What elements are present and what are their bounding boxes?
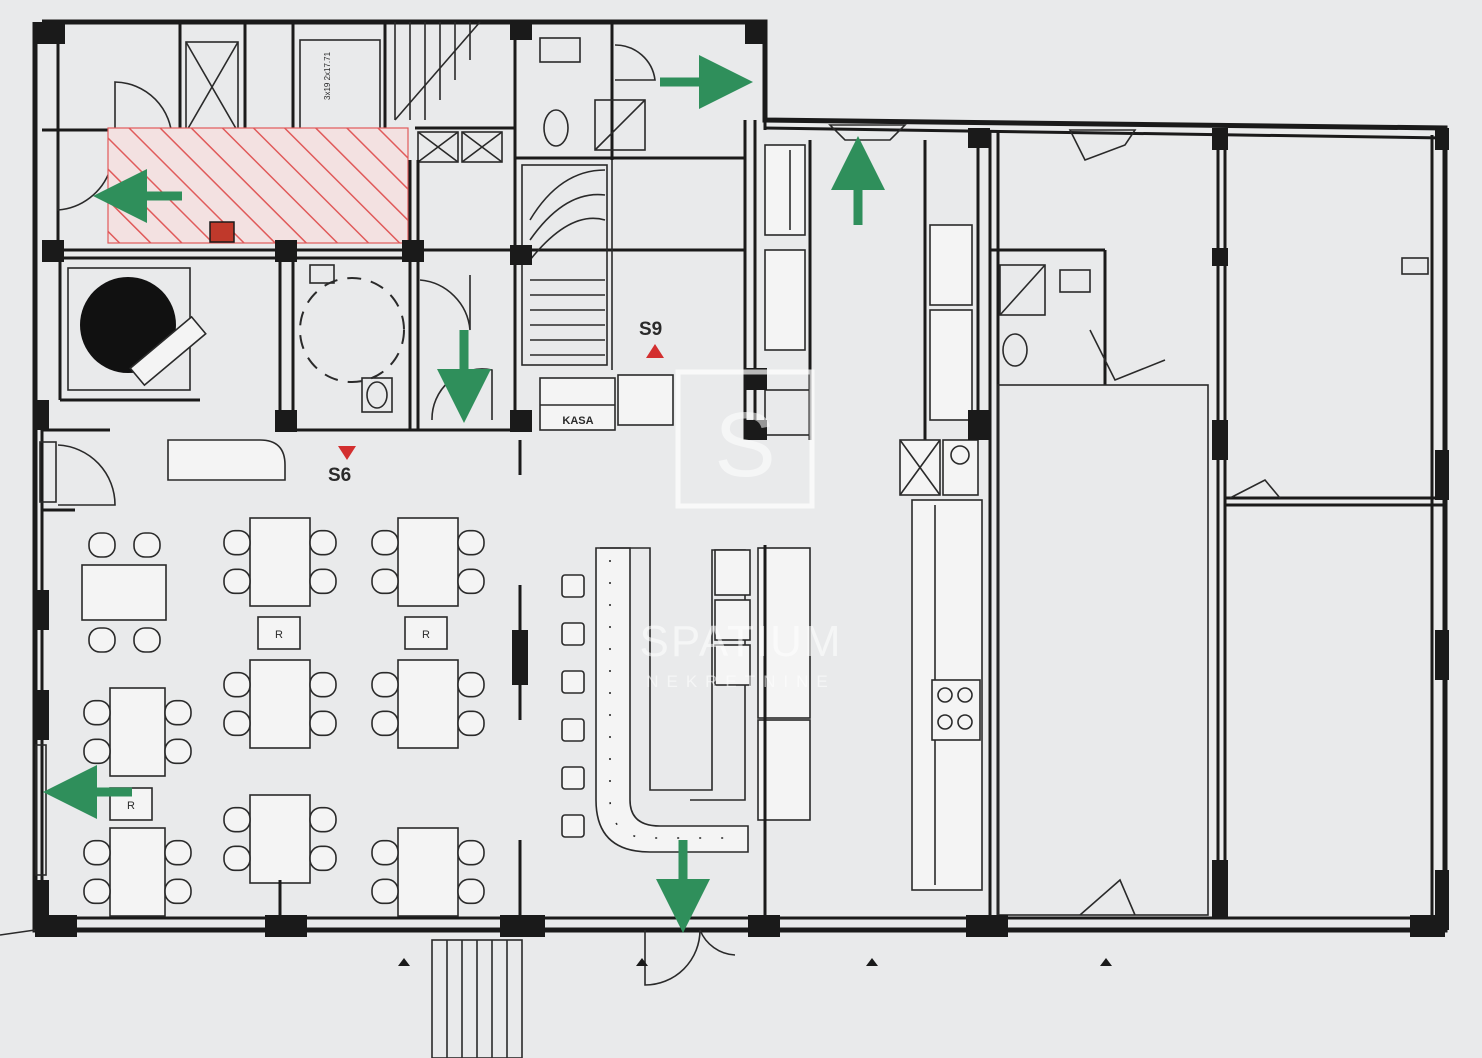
chair — [309, 671, 337, 698]
bar-stool — [561, 670, 585, 694]
watermark-logo-letter: S — [714, 394, 775, 496]
chair — [88, 627, 116, 653]
reserved-label: R — [422, 629, 430, 641]
chair — [457, 839, 485, 866]
watermark: S SPATIUM NEKRETNINE — [639, 369, 842, 691]
chair — [309, 568, 337, 595]
reserved-marker — [404, 616, 448, 650]
dining-table — [81, 564, 167, 621]
bar-stool — [561, 622, 585, 646]
chair — [133, 627, 161, 653]
dining-table — [397, 827, 459, 917]
chair — [371, 878, 399, 905]
chair — [457, 710, 485, 737]
dining-table — [397, 517, 459, 607]
tank-icon — [80, 277, 176, 373]
dining-table — [109, 827, 166, 917]
chair — [83, 738, 111, 765]
reserved-marker — [257, 616, 301, 650]
chair — [164, 699, 192, 726]
chair — [83, 839, 111, 866]
chair — [223, 568, 251, 595]
chair — [223, 845, 251, 872]
chair — [457, 529, 485, 556]
chair — [457, 878, 485, 905]
s6-label: S6 — [328, 465, 351, 486]
chair — [309, 806, 337, 833]
chair — [164, 878, 192, 905]
dining-furniture: R R R — [81, 517, 585, 917]
chair — [88, 532, 116, 558]
stair-core — [521, 120, 757, 440]
chair — [371, 671, 399, 698]
chair — [223, 671, 251, 698]
watermark-subtitle: NEKRETNINE — [646, 672, 836, 691]
chair — [164, 738, 192, 765]
dining-table — [249, 794, 311, 884]
s6-marker-icon — [338, 446, 356, 460]
middle-rooms — [39, 160, 745, 512]
s9-label: S9 — [639, 319, 662, 340]
facade — [0, 22, 1445, 1058]
chair — [371, 710, 399, 737]
reserved-label: R — [275, 629, 283, 641]
chair — [371, 568, 399, 595]
chair — [164, 839, 192, 866]
chair — [223, 806, 251, 833]
bar-stool — [561, 574, 585, 598]
bar-counter — [278, 440, 811, 918]
reserved-label: R — [127, 800, 135, 812]
chair — [309, 529, 337, 556]
exit-arrows — [43, 55, 885, 933]
dining-table — [249, 659, 311, 749]
dining-table — [109, 687, 166, 777]
bar-stool — [561, 718, 585, 742]
hatched-corridor — [107, 127, 409, 244]
east-wing — [764, 124, 1449, 930]
chair — [457, 671, 485, 698]
bar-stool — [561, 766, 585, 790]
chair — [83, 878, 111, 905]
chair — [371, 529, 399, 556]
dining-table — [249, 517, 311, 607]
watermark-brand: SPATIUM — [639, 617, 842, 666]
chair — [371, 839, 399, 866]
s9-marker-icon — [646, 344, 664, 358]
bar-stool — [561, 814, 585, 838]
chair — [309, 710, 337, 737]
fire-extinguisher-icon — [209, 221, 235, 243]
dining-table — [397, 659, 459, 749]
chair — [457, 568, 485, 595]
chair — [223, 529, 251, 556]
watermark-logo-frame — [675, 369, 815, 509]
chair — [309, 845, 337, 872]
chair — [223, 710, 251, 737]
stair-note: 3x19 2x17.71 — [323, 51, 332, 100]
kasa-label: KASA — [562, 415, 593, 427]
chair — [133, 532, 161, 558]
chair — [83, 699, 111, 726]
